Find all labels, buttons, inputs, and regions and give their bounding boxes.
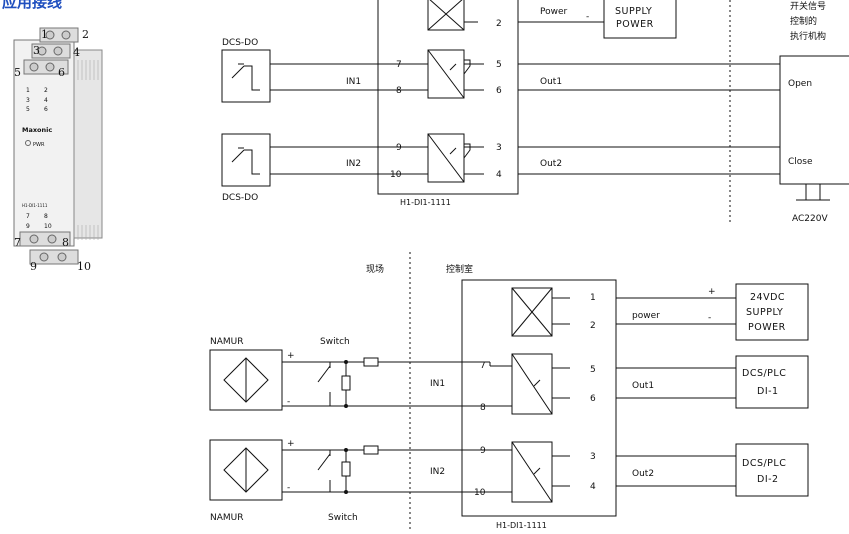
bottom-field-label: 现场 bbox=[366, 264, 384, 275]
top-power-minus: - bbox=[586, 12, 589, 22]
bottom-power-plus: + bbox=[708, 287, 716, 297]
bottom-out2: Out2 bbox=[632, 469, 654, 479]
bottom-namur1-minus: - bbox=[287, 397, 290, 407]
face-num-3: 3 bbox=[26, 97, 30, 104]
face-num-7: 7 bbox=[26, 213, 30, 220]
photo-label-5: 5 bbox=[14, 66, 21, 79]
top-terminal-5: 5 bbox=[496, 60, 502, 70]
top-supply-line2: POWER bbox=[616, 19, 654, 30]
photo-label-4: 4 bbox=[73, 46, 80, 59]
photo-model-tag: H1-DI1-1111 bbox=[22, 203, 48, 208]
bottom-power-label: power bbox=[632, 311, 660, 321]
bottom-terminal-3: 3 bbox=[590, 452, 596, 462]
photo-label-9: 9 bbox=[30, 260, 37, 273]
face-num-4: 4 bbox=[44, 97, 48, 104]
bottom-dcs2-line1: DCS/PLC bbox=[742, 458, 786, 469]
top-actuator-box bbox=[779, 55, 849, 185]
top-terminal-2: 2 bbox=[496, 19, 502, 29]
top-actuator-line3: 执行机构 bbox=[790, 30, 826, 42]
bottom-dcs-box-2 bbox=[735, 443, 809, 497]
top-terminal-7: 7 bbox=[396, 60, 402, 70]
face-num-10: 10 bbox=[44, 223, 52, 230]
bottom-namur-2: NAMUR bbox=[210, 513, 244, 523]
face-num-9: 9 bbox=[26, 223, 30, 230]
bottom-supply-line3: POWER bbox=[748, 322, 786, 333]
bottom-terminal-10: 10 bbox=[474, 488, 486, 498]
module-photo: 1 2 3 4 5 6 7 8 9 10 1 2 3 4 5 6 7 8 9 1… bbox=[13, 27, 103, 273]
face-num-5: 5 bbox=[26, 106, 30, 113]
top-actuator-line2: 控制的 bbox=[790, 15, 817, 27]
bottom-terminal-4: 4 bbox=[590, 482, 596, 492]
bottom-diagram: 现场 控制室 1 2 7 8 5 6 9 10 3 4 H1-DI bbox=[209, 252, 809, 530]
top-in1: IN1 bbox=[346, 77, 361, 87]
face-num-6: 6 bbox=[44, 106, 48, 113]
bottom-terminal-7: 7 bbox=[480, 361, 486, 371]
top-out2: Out2 bbox=[540, 159, 562, 169]
bottom-dcs1-line1: DCS/PLC bbox=[742, 368, 786, 379]
photo-label-1: 1 bbox=[41, 28, 48, 41]
bottom-supply-box bbox=[735, 283, 809, 341]
top-terminal-9: 9 bbox=[396, 143, 402, 153]
top-terminal-6: 6 bbox=[496, 86, 502, 96]
bottom-in2: IN2 bbox=[430, 467, 445, 477]
top-terminal-4: 4 bbox=[496, 170, 502, 180]
bottom-in1: IN1 bbox=[430, 379, 445, 389]
face-num-8: 8 bbox=[44, 213, 48, 220]
bottom-terminal-5: 5 bbox=[590, 365, 596, 375]
top-close: Close bbox=[788, 157, 813, 167]
bottom-namur-1: NAMUR bbox=[210, 337, 244, 347]
face-num-1: 1 bbox=[26, 87, 30, 94]
bottom-supply-line2: SUPPLY bbox=[746, 307, 783, 318]
bottom-switch-2: Switch bbox=[328, 513, 358, 523]
bottom-namur2-minus: - bbox=[287, 483, 290, 493]
bottom-namur2-plus: + bbox=[287, 439, 295, 449]
bottom-power-minus: - bbox=[708, 313, 711, 323]
top-dcs-do-1: DCS-DO bbox=[222, 38, 258, 48]
bottom-out1: Out1 bbox=[632, 381, 654, 391]
top-module-model: H1-DI1-1111 bbox=[400, 198, 451, 207]
bottom-terminal-8: 8 bbox=[480, 403, 486, 413]
photo-label-10: 10 bbox=[77, 260, 91, 273]
bottom-namur1-plus: + bbox=[287, 351, 295, 361]
top-dcs-do-2: DCS-DO bbox=[222, 193, 258, 203]
bottom-terminal-6: 6 bbox=[590, 394, 596, 404]
top-terminal-10: 10 bbox=[390, 170, 402, 180]
bottom-control-room-label: 控制室 bbox=[446, 263, 473, 275]
bottom-terminal-2: 2 bbox=[590, 321, 596, 331]
bottom-dcs2-line2: DI-2 bbox=[757, 474, 779, 485]
bottom-terminal-9: 9 bbox=[480, 446, 486, 456]
bottom-switch-1: Switch bbox=[320, 337, 350, 347]
photo-label-3: 3 bbox=[33, 44, 40, 57]
top-dcs-do-box-1 bbox=[221, 49, 271, 103]
bottom-module-model: H1-DI1-1111 bbox=[496, 521, 547, 530]
photo-label-2: 2 bbox=[82, 28, 89, 41]
top-power-label: Power bbox=[540, 7, 568, 17]
top-ac220v: AC220V bbox=[792, 214, 828, 224]
top-in2: IN2 bbox=[346, 159, 361, 169]
photo-brand: Maxonic bbox=[22, 126, 52, 134]
bottom-supply-line1: 24VDC bbox=[750, 292, 785, 303]
face-num-2: 2 bbox=[44, 87, 48, 94]
top-out1: Out1 bbox=[540, 77, 562, 87]
bottom-dcs1-line2: DI-1 bbox=[757, 386, 779, 397]
bottom-dcs-box-1 bbox=[735, 355, 809, 409]
top-supply-box bbox=[603, 0, 677, 39]
top-diagram: 2 7 8 5 6 9 10 3 4 H1-DI1-1111 Power - S… bbox=[221, 0, 849, 224]
bottom-terminal-1: 1 bbox=[590, 293, 596, 303]
top-open: Open bbox=[788, 79, 812, 89]
photo-label-6: 6 bbox=[58, 66, 65, 79]
section-title: 应用接线 bbox=[2, 0, 62, 11]
top-supply-line1: SUPPLY bbox=[615, 6, 652, 17]
top-terminal-3: 3 bbox=[496, 143, 502, 153]
top-terminal-8: 8 bbox=[396, 86, 402, 96]
photo-pwr: PWR bbox=[33, 142, 45, 148]
photo-label-8: 8 bbox=[62, 236, 69, 249]
photo-label-7: 7 bbox=[14, 236, 21, 249]
top-actuator-line1: 开关信号 bbox=[790, 0, 826, 12]
top-dcs-do-box-2 bbox=[221, 133, 271, 187]
